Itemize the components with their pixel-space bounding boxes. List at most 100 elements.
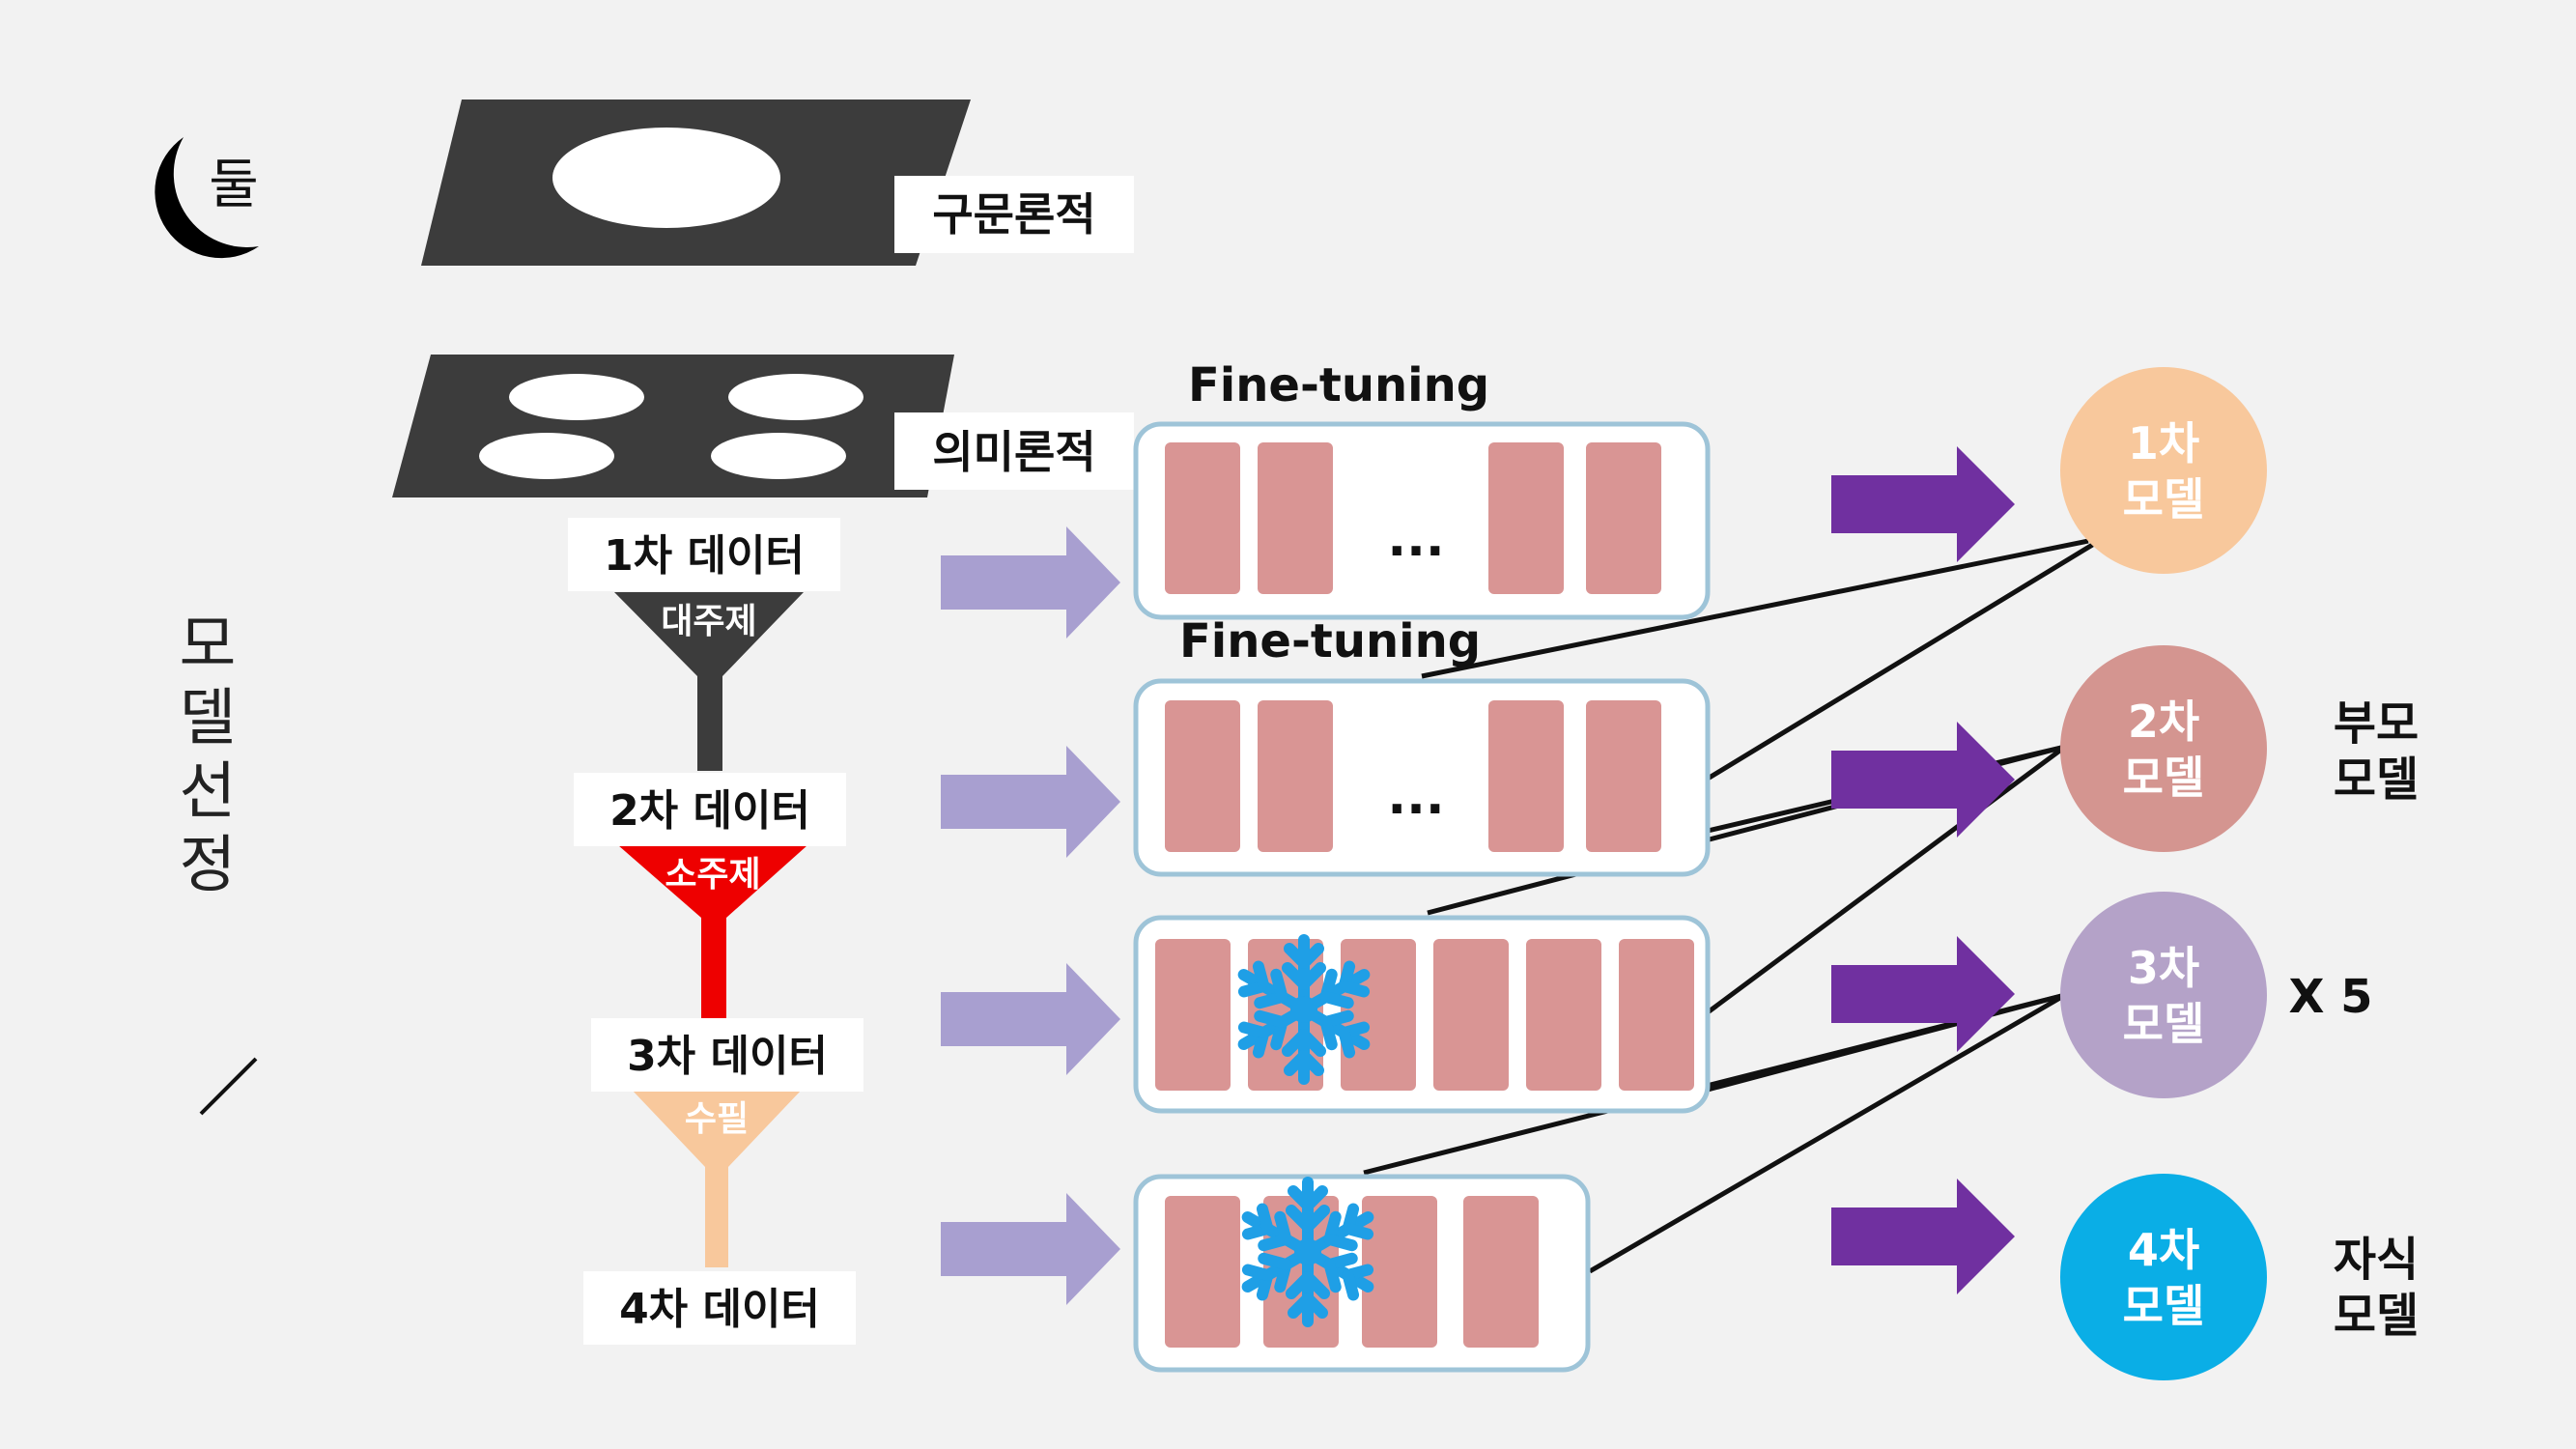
model-box-4 [1133, 1174, 1591, 1373]
connector-line [1706, 541, 2096, 781]
funnel-essay-shape [632, 1090, 802, 1267]
input-arrows [941, 526, 1120, 1305]
layer-block [1165, 442, 1240, 594]
funnel-subtopic: 소주제 [618, 845, 807, 1021]
layer-block [1463, 1196, 1539, 1348]
divider-slash [199, 1057, 258, 1116]
data-step-2: 2차 데이터 [574, 773, 846, 846]
layer-block [1362, 1196, 1437, 1348]
model-circle-2: 2차 모델 [2060, 645, 2267, 852]
model-circle-4-shape [2060, 1174, 2267, 1380]
semantic-label: 의미론적 [894, 412, 1134, 490]
data-step-4-text: 4차 데이터 [619, 1285, 820, 1334]
connector-line [1707, 992, 2066, 1093]
input-arrow-2 [941, 746, 1120, 858]
output-arrow-3 [1831, 936, 2015, 1052]
funnel-topic-label: 대주제 [661, 602, 756, 641]
snowflake-icon [1241, 1177, 1374, 1327]
semantic-label-text: 의미론적 [932, 426, 1095, 478]
output-arrow-4 [1831, 1179, 2015, 1294]
model-box-2: ... [1133, 678, 1711, 877]
model-circle-4: 4차 모델 [2060, 1174, 2267, 1380]
output-arrows [1831, 446, 2015, 1294]
logo-text: 둘 [209, 154, 259, 216]
layer-block [1619, 939, 1694, 1091]
model-circle-3: 3차 모델 [2060, 892, 2267, 1098]
model-circle-2-line1: 2차 [2128, 696, 2199, 748]
connector-lines [1363, 538, 2096, 1274]
model-circle-3-shape [2060, 892, 2267, 1098]
input-arrow-1 [941, 526, 1120, 639]
semantic-hole-1 [509, 374, 644, 420]
model-circle-1-shape [2060, 367, 2267, 574]
layer-block [1258, 700, 1333, 852]
layer-block [1488, 442, 1564, 594]
logo: 둘 [155, 137, 259, 259]
parent-model-line1: 부모 [2334, 696, 2419, 751]
semantic-label-box [894, 412, 1134, 490]
layer-block [1155, 939, 1231, 1091]
model-circle-4-line1: 4차 [2128, 1224, 2199, 1276]
model-circle-2-shape [2060, 645, 2267, 852]
layer-block [1586, 442, 1661, 594]
funnel-topic: 대주제 [614, 592, 804, 771]
semantic-hole-2 [728, 374, 863, 420]
layer-block [1165, 700, 1240, 852]
input-arrow-4 [941, 1193, 1120, 1305]
connector-line [1706, 744, 2067, 1015]
model-circle-1-line1: 1차 [2128, 417, 2199, 469]
data-step-4: 4차 데이터 [583, 1271, 856, 1345]
model-circle-3-line2: 모델 [2123, 998, 2205, 1050]
output-arrow-2 [1831, 722, 2015, 838]
data-step-2-box [574, 773, 846, 846]
data-step-1-text: 1차 데이터 [604, 531, 805, 581]
model-circle-1: 1차 모델 [2060, 367, 2267, 574]
times-five-label: X 5 [2288, 970, 2372, 1024]
connector-line [1421, 538, 2089, 679]
moon-icon [155, 137, 259, 259]
output-arrow-1 [1831, 446, 2015, 562]
funnel-essay-label: 수필 [685, 1099, 749, 1139]
parent-model-line2: 모델 [2334, 753, 2419, 807]
side-title: 모 델 선 정 [179, 610, 237, 901]
syntactic-label-box [894, 176, 1134, 253]
layer-block [1165, 1196, 1240, 1348]
syntactic-layer [421, 99, 971, 266]
semantic-hole-3 [479, 433, 614, 479]
layer-block [1488, 700, 1564, 852]
data-step-1: 1차 데이터 [568, 518, 840, 591]
child-model-line1: 자식 [2334, 1233, 2419, 1287]
layer-block [1433, 939, 1509, 1091]
semantic-hole-4 [711, 433, 846, 479]
data-step-3-box [591, 1018, 863, 1092]
layer-block [1586, 700, 1661, 852]
syntactic-label-text: 구문론적 [932, 188, 1095, 241]
child-model-line2: 모델 [2334, 1289, 2419, 1343]
syntactic-label: 구문론적 [894, 176, 1134, 253]
model-circle-2-line2: 모델 [2123, 752, 2205, 804]
model-box-3 [1133, 915, 1711, 1114]
input-arrow-3 [941, 963, 1120, 1075]
funnel-topic-shape [614, 592, 804, 771]
layer-block [1258, 442, 1333, 594]
semantic-layer [392, 355, 954, 497]
syntactic-hole [552, 128, 780, 228]
model-box-1: ... [1133, 421, 1711, 620]
connector-line [1588, 992, 2067, 1274]
data-step-4-box [583, 1271, 856, 1345]
model-circle-1-line2: 모델 [2123, 473, 2205, 526]
data-step-2-text: 2차 데이터 [609, 786, 810, 836]
snowflake-icon [1237, 934, 1371, 1085]
data-step-1-box [568, 518, 840, 591]
funnel-subtopic-label: 소주제 [665, 855, 760, 895]
funnel-essay: 수필 [632, 1090, 802, 1267]
fine-tuning-label-2: Fine-tuning [1179, 614, 1481, 668]
fine-tuning-label-1: Fine-tuning [1188, 358, 1489, 412]
model-circle-3-line1: 3차 [2128, 942, 2199, 994]
data-step-3-text: 3차 데이터 [627, 1032, 828, 1081]
model-circle-4-line2: 모델 [2123, 1280, 2205, 1332]
funnel-subtopic-shape [618, 845, 807, 1021]
ellipsis: ... [1387, 510, 1444, 568]
ellipsis: ... [1387, 768, 1444, 826]
